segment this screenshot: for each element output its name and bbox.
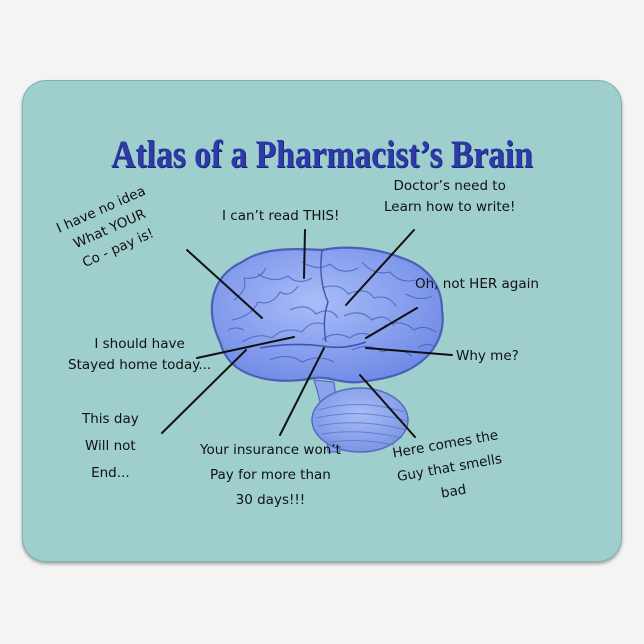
pointer-line [303, 229, 306, 279]
pointer-line [365, 307, 418, 339]
label-line: I can’t read THIS! [222, 208, 340, 224]
pointer-line [345, 229, 415, 306]
label-line: I should have [94, 336, 185, 352]
label-why-me: Why me? [456, 346, 519, 367]
label-line: Learn how to write! [384, 199, 516, 215]
label-line: Doctor’s need to [393, 178, 506, 194]
label-line: 30 days!!! [235, 492, 306, 508]
label-line: Will not [85, 438, 136, 454]
pointer-line [196, 336, 295, 359]
brain-illustration [161, 229, 453, 453]
pointer-line [161, 349, 247, 434]
label-line: Stayed home today... [68, 357, 212, 373]
cerebellum [311, 387, 409, 453]
label-line: End... [91, 465, 130, 481]
label-doctors: Doctor’s need to Learn how to write! [384, 176, 515, 218]
label-line: Oh, not HER again [415, 276, 539, 292]
label-line: Why me? [456, 348, 519, 364]
label-line: Your insurance won’t [200, 442, 341, 458]
label-line: This day [82, 411, 139, 427]
pointer-line [359, 374, 416, 438]
pointer-line [186, 249, 263, 319]
pointer-line [365, 347, 453, 356]
label-stayed-home: I should have Stayed home today... [68, 334, 211, 376]
label-line: Pay for more than [209, 467, 331, 483]
label-insurance: Your insurance won’t Pay for more than 3… [200, 438, 341, 513]
mousepad: Atlas of a Pharmacist’s Brain [22, 80, 622, 562]
label-day-end: This day Will not End... [82, 406, 139, 487]
label-cant-read: I can’t read THIS! [222, 206, 339, 227]
page-title: Atlas of a Pharmacist’s Brain [111, 133, 533, 176]
pointer-line [279, 347, 325, 436]
label-not-her: Oh, not HER again [415, 274, 539, 295]
